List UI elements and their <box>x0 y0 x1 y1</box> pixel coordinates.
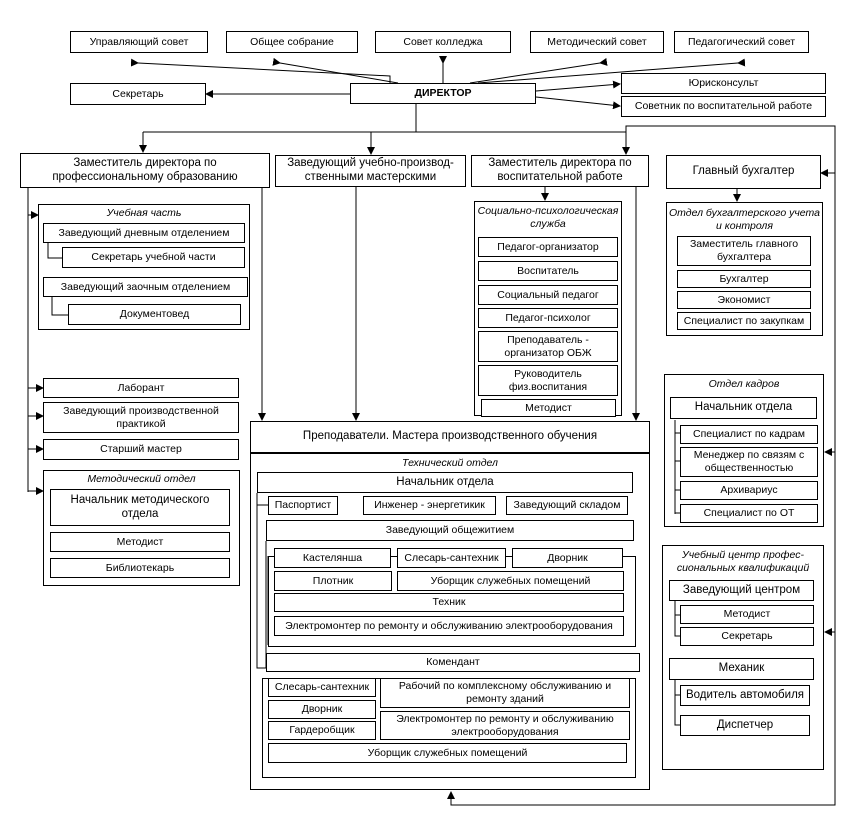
social-item-organizer: Педагог-организатор <box>478 237 618 257</box>
deputy-professional-box: Заместитель директора по профессионально… <box>20 153 270 188</box>
hr-head-box: Начальник отдела <box>670 397 817 419</box>
accounting-group <box>666 202 823 336</box>
social-item-obzh: Преподаватель - организатор ОБЖ <box>478 331 618 362</box>
center-methodist-box: Методист <box>680 605 814 624</box>
accountant-box: Бухгалтер <box>677 270 811 288</box>
cloakroom-box: Гардеробщик <box>268 721 376 740</box>
study-part-title: Учебная часть <box>106 207 182 219</box>
social-item-phys-ed: Руководитель физ.воспитания <box>478 365 618 396</box>
cmd-plumber-box: Слесарь-сантехник <box>268 678 376 697</box>
methodical-dept-title: Методический отдел <box>87 473 196 485</box>
day-department-head-box: Заведующий дневным отделением <box>43 223 245 243</box>
dispatcher-box: Диспетчер <box>680 715 810 736</box>
hr-specialist-box: Специалист по кадрам <box>680 425 818 444</box>
study-secretary-box: Секретарь учебной части <box>62 247 245 268</box>
hr-title: Отдел кадров <box>708 378 780 390</box>
training-center-group <box>662 545 824 770</box>
deputy-accountant-box: Заместитель главного бухгалтера <box>677 236 811 266</box>
linen-box: Кастелянша <box>274 548 391 568</box>
mechanic-box: Механик <box>669 658 814 680</box>
methodical-dept-group <box>43 470 240 586</box>
tech-head-box: Начальник отдела <box>257 472 633 493</box>
warehouse-box: Заведующий складом <box>506 496 628 515</box>
pedagogical-council-box: Педагогический совет <box>674 31 809 53</box>
social-item-social-teacher: Социальный педагог <box>478 285 618 305</box>
accounting-title: Отдел бухгалтерского учета и контроля <box>669 207 820 232</box>
study-part-group <box>38 204 250 330</box>
deputy-educational-box: Заместитель директора по воспитательной … <box>471 155 649 187</box>
safety-specialist-box: Специалист по ОТ <box>680 504 818 523</box>
practice-head-box: Заведующий производственной практикой <box>43 402 239 433</box>
cmd-janitor-box: Дворник <box>268 700 376 719</box>
dorm-electrician-box: Электромонтер по ремонту и обслуживанию … <box>274 616 624 636</box>
social-item-educator: Воспитатель <box>478 261 618 281</box>
secretary-box: Секретарь <box>70 83 206 105</box>
methodical-head-box: Начальник методического отдела <box>50 489 230 526</box>
dorm-plumber-box: Слесарь-сантехник <box>397 548 506 568</box>
senior-master-box: Старший мастер <box>43 439 239 460</box>
technician-box: Техник <box>274 593 624 612</box>
correspondence-head-box: Заведующий заочным отделением <box>43 277 248 297</box>
cmd-electrician-box: Электромонтер по ремонту и обслуживанию … <box>380 711 630 740</box>
archivist-box: Архивариус <box>680 481 818 500</box>
chief-accountant-box: Главный бухгалтер <box>666 155 821 189</box>
carpenter-box: Плотник <box>274 571 392 591</box>
center-secretary-box: Секретарь <box>680 627 814 646</box>
methodical-council-box: Методический совет <box>530 31 664 53</box>
lab-assistant-box: Лаборант <box>43 378 239 398</box>
tech-dept-group <box>250 453 650 790</box>
engineer-box: Инженер - энергетикик <box>363 496 496 515</box>
council-management-box: Управляющий совет <box>70 31 208 53</box>
director-box: ДИРЕКТОР <box>350 83 536 104</box>
librarian-box: Библиотекарь <box>50 558 230 578</box>
social-service-title: Социально-психологическая служба <box>477 205 619 230</box>
documentarian-box: Документовед <box>68 304 241 325</box>
commandant-box: Комендант <box>266 653 640 672</box>
economist-box: Экономист <box>677 291 811 309</box>
hr-group <box>664 374 824 527</box>
dorm-janitor-box: Дворник <box>512 548 623 568</box>
dorm-cleaner-box: Уборщик служебных помещений <box>397 571 624 591</box>
procurement-box: Специалист по закупкам <box>677 312 811 330</box>
cmd-cleaner-box: Уборщик служебных помещений <box>268 743 627 763</box>
workshops-head-box: Заведующий учебно-производ- ственными ма… <box>275 155 466 187</box>
college-council-box: Совет колледжа <box>375 31 511 53</box>
pr-manager-box: Менеджер по связям с общественностью <box>680 447 818 477</box>
center-head-box: Заведующий центром <box>669 580 814 601</box>
driver-box: Водитель автомобиля <box>680 685 810 706</box>
lawyer-box: Юрисконсульт <box>621 73 826 94</box>
social-item-methodist: Методист <box>481 399 616 417</box>
general-meeting-box: Общее собрание <box>226 31 358 53</box>
dorm-head-box: Заведующий общежитием <box>266 520 634 541</box>
social-item-psychologist: Педагог-психолог <box>478 308 618 328</box>
methodist-box: Методист <box>50 532 230 552</box>
repair-worker-box: Рабочий по комплексному обслуживанию и р… <box>380 678 630 708</box>
tech-dept-title: Технический отдел <box>402 457 498 469</box>
passport-box: Паспортист <box>268 496 338 515</box>
training-center-title: Учебный центр профес- сиональных квалифи… <box>676 549 810 574</box>
education-advisor-box: Советник по воспитательной работе <box>621 96 826 117</box>
teachers-box: Преподаватели. Мастера производственного… <box>250 421 650 453</box>
